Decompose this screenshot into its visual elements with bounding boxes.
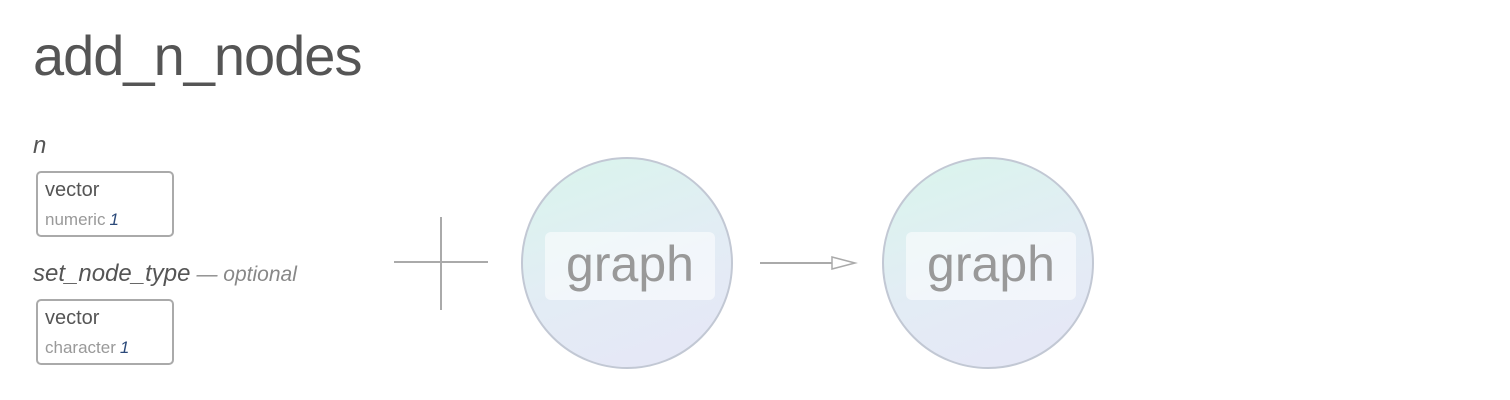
plus-vertical-bar [440,217,442,310]
graph-label: graph [545,232,715,300]
type-name: vector [45,179,100,201]
subtype-label: character [45,338,116,357]
input-graph-object: graph [521,157,733,369]
graph-label: graph [906,232,1076,300]
function-title: add_n_nodes [33,24,362,87]
param-name-n: n [33,131,46,161]
output-graph-object: graph [882,157,1094,369]
param-label: n [33,132,47,159]
param-name-set-node-type: set_node_type— optional [33,259,297,290]
type-name: vector [45,307,100,329]
length-value: 1 [109,210,119,229]
optional-label: — optional [196,263,297,286]
length-value: 1 [119,338,130,357]
param-label: set_node_type [33,260,191,287]
subtype-label: numeric [45,210,106,229]
arrow-right-icon [760,256,858,270]
